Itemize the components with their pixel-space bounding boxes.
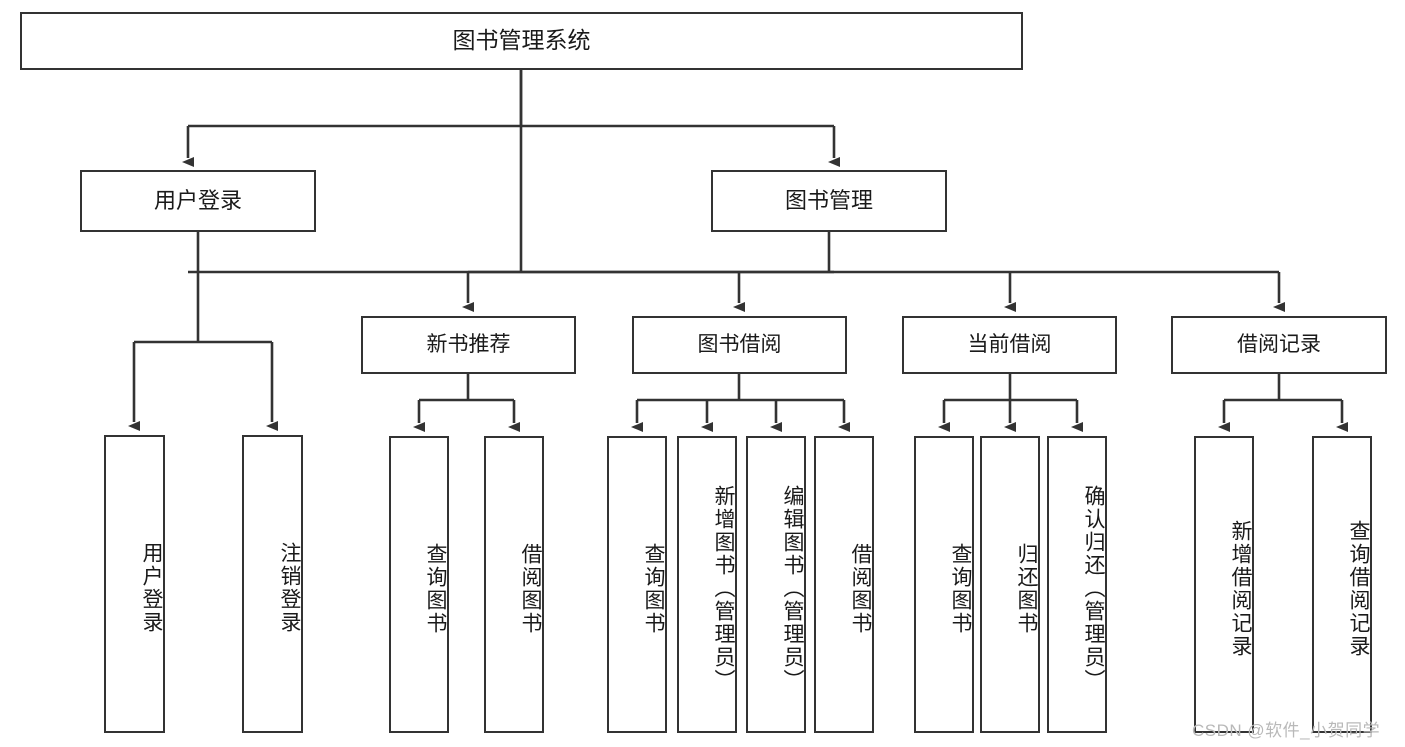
node-new-book-recommend-label: 新书推荐 — [426, 332, 511, 356]
node-leaf-user-login-label: 用户登录 — [140, 542, 163, 634]
node-leaf-add-book[interactable]: 新增图书（管理员） — [677, 436, 737, 733]
node-leaf-return-book-label: 归还图书 — [1015, 542, 1038, 635]
node-new-book-recommend[interactable]: 新书推荐 — [361, 316, 576, 374]
csdn-watermark: CSDN @软件_小贺同学 — [1192, 721, 1381, 740]
node-leaf-logout-login-label: 注销登录 — [278, 542, 301, 634]
node-leaf-query-book-1[interactable]: 查询图书 — [389, 436, 449, 733]
node-leaf-edit-book-label: 编辑图书（管理员） — [781, 485, 804, 692]
node-leaf-logout-login[interactable]: 注销登录 — [242, 435, 303, 733]
node-leaf-query-book-1-label: 查询图书 — [424, 542, 447, 635]
node-leaf-return-book[interactable]: 归还图书 — [980, 436, 1040, 733]
node-leaf-add-book-label: 新增图书（管理员） — [712, 485, 735, 692]
node-leaf-query-book-2[interactable]: 查询图书 — [607, 436, 667, 733]
node-book-manage-label: 图书管理 — [784, 188, 873, 214]
node-leaf-query-record[interactable]: 查询借阅记录 — [1312, 436, 1372, 733]
node-borrow-record-label: 借阅记录 — [1237, 332, 1321, 356]
node-borrow-record[interactable]: 借阅记录 — [1171, 316, 1387, 374]
node-leaf-query-book-3-label: 查询图书 — [949, 542, 972, 635]
node-leaf-edit-book[interactable]: 编辑图书（管理员） — [746, 436, 806, 733]
node-leaf-borrow-book-2-label: 借阅图书 — [849, 542, 872, 635]
node-leaf-query-record-label: 查询借阅记录 — [1347, 519, 1370, 658]
node-book-borrow-label: 图书借阅 — [697, 332, 782, 356]
node-leaf-borrow-book-1[interactable]: 借阅图书 — [484, 436, 544, 733]
node-current-borrow-label: 当前借阅 — [967, 332, 1052, 356]
node-leaf-borrow-book-2[interactable]: 借阅图书 — [814, 436, 874, 733]
node-leaf-add-record[interactable]: 新增借阅记录 — [1194, 436, 1254, 733]
node-leaf-query-book-2-label: 查询图书 — [642, 542, 665, 635]
node-leaf-borrow-book-1-label: 借阅图书 — [519, 542, 542, 635]
node-book-manage[interactable]: 图书管理 — [711, 170, 947, 232]
node-book-borrow[interactable]: 图书借阅 — [632, 316, 847, 374]
node-root[interactable]: 图书管理系统 — [20, 12, 1023, 70]
node-leaf-query-book-3[interactable]: 查询图书 — [914, 436, 974, 733]
node-user-login[interactable]: 用户登录 — [80, 170, 316, 232]
node-root-label: 图书管理系统 — [452, 27, 591, 54]
node-leaf-user-login[interactable]: 用户登录 — [104, 435, 165, 733]
node-user-login-label: 用户登录 — [153, 188, 242, 214]
node-leaf-confirm-return[interactable]: 确认归还（管理员） — [1047, 436, 1107, 733]
node-leaf-confirm-return-label: 确认归还（管理员） — [1082, 485, 1105, 692]
node-leaf-add-record-label: 新增借阅记录 — [1229, 519, 1252, 658]
node-current-borrow[interactable]: 当前借阅 — [902, 316, 1117, 374]
